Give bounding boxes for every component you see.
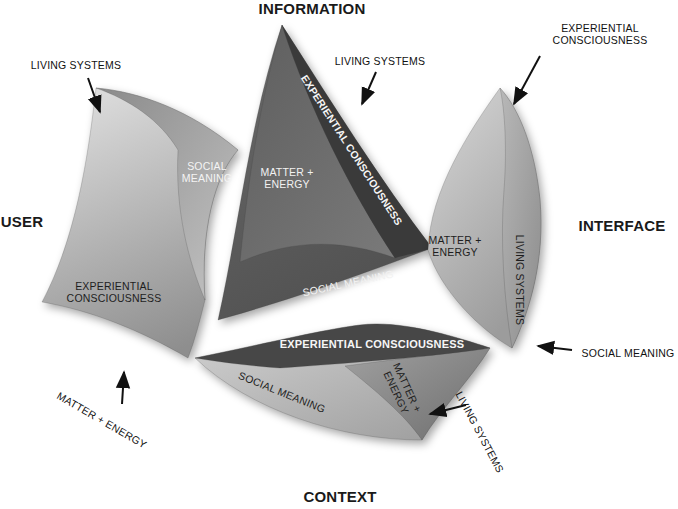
shape-heading: INFORMATION — [242, 0, 382, 17]
leader-arrow — [362, 72, 376, 104]
shape-heading: INTERFACE — [567, 217, 677, 234]
shape-face — [428, 88, 541, 348]
face-label: MATTER + ENERGY — [257, 166, 317, 190]
face-label: MATTER + ENERGY — [427, 234, 483, 258]
leader-arrow — [122, 372, 124, 404]
shape-face — [218, 25, 432, 320]
callout-label: SOCIAL MEANING — [573, 347, 678, 359]
information-shape: INFORMATIONMATTER + ENERGYEXPERIENTIAL C… — [200, 0, 440, 325]
callout-label: MATTER + ENERGY — [43, 382, 162, 457]
face-label: LIVING SYSTEMS — [514, 220, 526, 340]
shape-face — [500, 88, 541, 348]
leader-arrow — [88, 78, 100, 112]
shape-face — [195, 324, 490, 440]
face-label: EXPERIENTIAL CONSCIOUSNESS — [59, 280, 169, 304]
callout-label: LIVING SYSTEMS — [315, 55, 445, 67]
face-label: SOCIAL MEANING — [178, 160, 236, 184]
shape-outline — [200, 0, 440, 325]
callout-label: LIVING SYSTEMS — [11, 59, 141, 71]
leader-arrow — [514, 56, 540, 104]
leader-arrow — [430, 405, 466, 414]
face-label: EXPERIENTIAL CONSCIOUSNESS — [257, 338, 487, 351]
shape-heading: CONTEXT — [285, 488, 395, 505]
interface-shape: INTERFACE MATTER + ENERGY LIVING SYSTEMS — [420, 80, 675, 355]
shape-face — [96, 88, 238, 300]
callout-label: LIVING SYSTEMS — [444, 372, 516, 492]
shape-heading: USER — [0, 213, 57, 230]
shape-face — [195, 324, 490, 368]
user-shape: USER SOCIAL MEANING EXPERIENTIAL CONSCIOUS… — [0, 75, 250, 365]
leader-arrow — [538, 346, 572, 350]
context-shape: CONTEXTEXPERIENTIAL CONSCIOUSNESSSOCIAL … — [190, 320, 495, 509]
shape-face — [42, 88, 238, 358]
callout-label: EXPERIENTIAL CONSCIOUSNESS — [553, 22, 648, 46]
